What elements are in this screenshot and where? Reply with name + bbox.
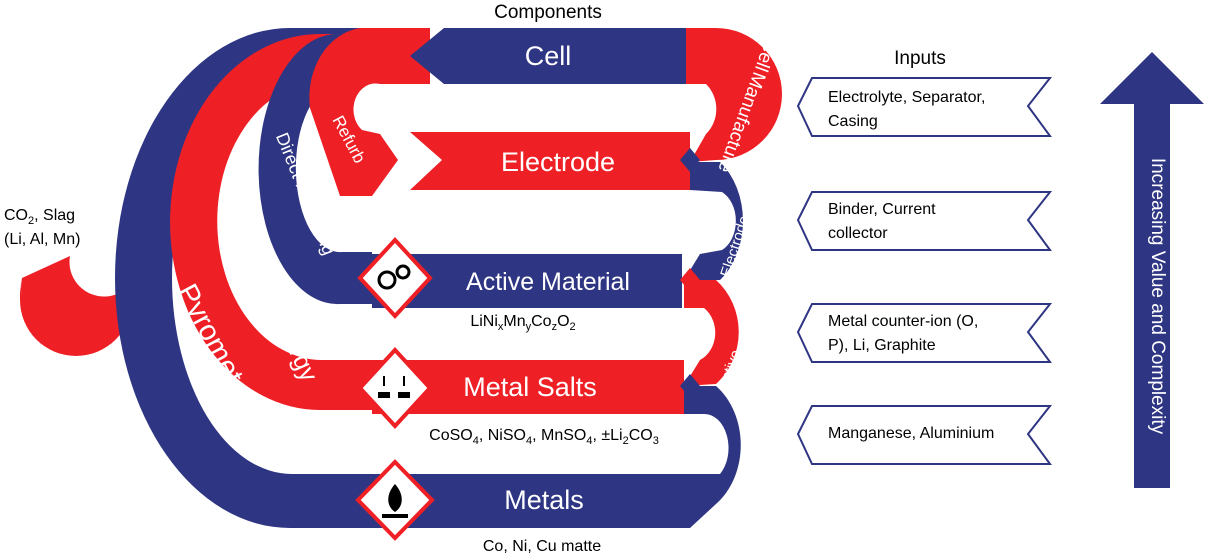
value-arrow-head [1100,52,1204,104]
pyrometallurgy-band [115,28,372,528]
junction-diamond-3 [680,374,700,398]
input-metals-line1: Manganese, Aluminium [828,425,995,442]
slag-hook-arc [20,256,139,349]
components-header: Components [494,2,602,23]
input-metals: Manganese, Aluminium [828,422,994,446]
metal-salts-label: Metal Salts [463,372,597,402]
electrode-manufacture-label: Electrode Manufacture [717,193,781,286]
input-electrolyte-line2: Casing [828,113,878,130]
active-material-formula: LiNixMnyCozO2 [470,313,575,333]
input-electrolyte: Electrolyte, Separator, Casing [828,86,985,134]
inputs-header: Inputs [894,48,946,69]
cell-arrow [410,28,716,84]
active-material-arrow [372,254,682,308]
active-material-label: Active Material [466,268,630,296]
metals-label: Metals [504,485,584,515]
input-binder-line2: collector [828,225,888,242]
flammable-hazard-icon [355,459,435,541]
input-binder: Binder, Current collector [828,198,936,246]
electrode-label: Electrode [501,147,615,177]
active-material-synthesis-band [684,280,739,386]
input-electrolyte-line1: Electrolyte, Separator, [828,89,986,106]
byproduct-line2: (Li, Al, Mn) [4,231,80,248]
hydrometallurgy-manufacture-band [684,386,741,528]
input-counter-ion: Metal counter-ion (O, P), Li, Graphite [828,310,978,358]
input-chevron-counter-ion [796,303,1053,363]
electrode-arrow [410,132,690,190]
input-chevron-binder [796,191,1053,251]
corrosive-hazard-icon [357,347,433,429]
input-chevron-metals [796,405,1053,465]
byproduct-line1: CO2, Slag [4,207,75,227]
cell-label: Cell [525,41,572,71]
input-binder-line1: Binder, Current [828,201,936,218]
value-arrow [1134,104,1170,488]
gears-hazard-icon [357,237,433,319]
hydrometallurgy-band [170,34,372,410]
junction-diamond-2 [680,268,700,292]
electrode-manufacture-band [684,162,743,280]
junction-diamond-1 [680,148,700,172]
metals-arrow [372,474,690,528]
value-arrow-label: Increasing Value and Complexity [1147,158,1168,435]
input-chevron-electrolyte [796,77,1053,137]
metal-salts-arrow [372,360,684,414]
refurb-band [309,28,430,196]
input-counter-ion-line1: Metal counter-ion (O, [828,313,979,330]
cell-manufacture-band [686,28,782,162]
metals-formula: Co, Ni, Cu matte [483,538,601,555]
direct-recycling-band [258,34,372,305]
metal-salts-formula: CoSO4, NiSO4, MnSO4, ±Li2CO3 [429,427,659,447]
input-counter-ion-line2: P), Li, Graphite [828,337,936,354]
